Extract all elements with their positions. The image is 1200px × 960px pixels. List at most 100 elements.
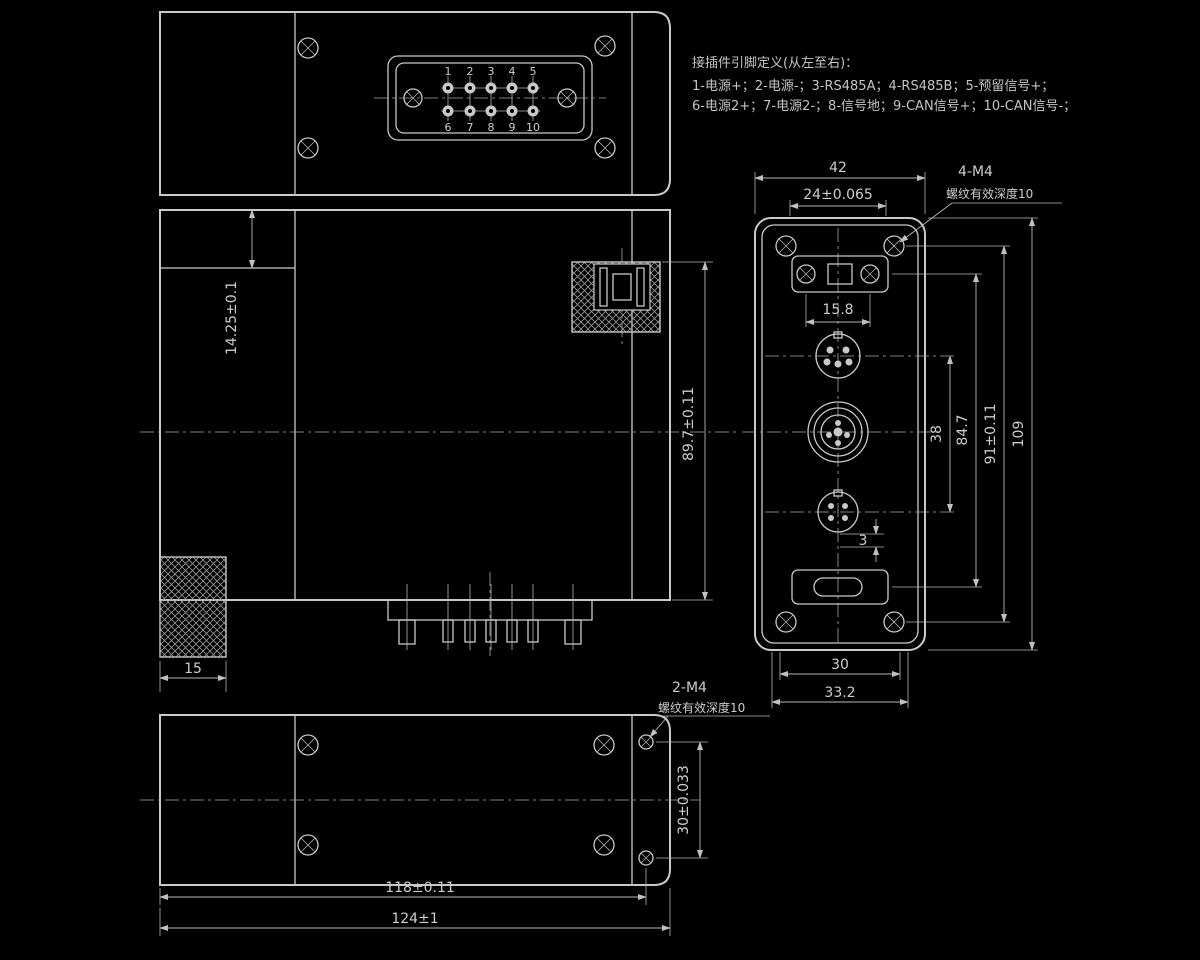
dim-width-outer: 42 [754, 160, 926, 214]
pin-label-5: 5 [530, 65, 537, 78]
dim-conn-width: 15.8 [805, 294, 871, 327]
dim-text-height: 109 [1011, 421, 1027, 448]
dim-text-width-inner: 118±0.11 [385, 880, 455, 896]
dim-hole-spacing: 91±0.11 [906, 245, 1010, 623]
leader-line [649, 715, 669, 738]
dim-text-hole-spacing: 91±0.11 [983, 404, 999, 465]
circular-connector-small-top [815, 331, 861, 379]
pin-label-8: 8 [488, 121, 495, 134]
pin-contacts [442, 82, 539, 117]
screw-side-top-left [775, 235, 797, 257]
boss-bore-wall-left [599, 267, 608, 307]
dim-bottom-inner: 30 [779, 652, 901, 680]
boss-bore [593, 263, 651, 311]
dim-text-body-height: 89.7±0.11 [681, 387, 697, 461]
block-window [827, 263, 853, 285]
dim-text-foot-width: 15 [184, 661, 202, 677]
dim-text-bottom-outer: 33.2 [824, 685, 855, 701]
screw-bottom-right-upper [593, 734, 615, 756]
leader-line [899, 202, 953, 243]
top-view-outline [159, 11, 671, 196]
dim-step-height: 14.25±0.1 [224, 209, 256, 355]
screw-top-left-upper [297, 37, 319, 59]
dim-text-width-outer: 42 [829, 160, 847, 176]
dim-conn-spacing: 38 [929, 355, 954, 513]
note-line-3: 6-电源2+；7-电源2-；8-信号地；9-CAN信号+；10-CAN信号-； [692, 99, 1076, 114]
sectioned-boss [571, 261, 661, 333]
m4-hole-lower [638, 850, 654, 866]
foot-hatch [159, 556, 227, 658]
screw-side-bottom-right [883, 611, 905, 633]
screw-top-left-lower [297, 137, 319, 159]
side-view-inner-wall [761, 224, 919, 644]
side-view: 15.8 3 [742, 160, 1062, 708]
dim-text-bottom-inner: 30 [831, 657, 849, 673]
note-line-1: 接插件引脚定义(从左至右)： [692, 55, 858, 71]
thread-callout-title: 4-M4 [958, 164, 993, 180]
dim-body-height: 89.7±0.11 [662, 261, 713, 601]
dim-width-inner: 24±0.065 [789, 187, 887, 216]
pin-definition-notes: 接插件引脚定义(从左至右)： 1-电源+；2-电源-；3-RS485A；4-RS… [692, 55, 1076, 114]
bottom-connector-profile [387, 584, 593, 650]
keyway-notch [833, 489, 843, 497]
boss-insert [612, 273, 632, 301]
dim-height: 109 [928, 217, 1038, 651]
block-jackscrew-left [796, 264, 816, 284]
thread-callout-4m4: 4-M4 螺纹有效深度10 [899, 164, 1062, 243]
dim-hole-height: 30±0.033 [656, 741, 708, 859]
dim-offset-3: 3 [840, 519, 884, 562]
side-view-outline [754, 217, 926, 651]
front-view: 15 14.25±0.1 [140, 209, 737, 692]
pin-number-labels: 1 2 3 4 5 6 7 8 9 10 [445, 65, 541, 134]
m4-hole-upper [638, 734, 654, 750]
dim-text-step-height: 14.25±0.1 [224, 281, 240, 355]
dim-bottom-outer: 33.2 [771, 652, 909, 708]
screw-top-right-upper [594, 35, 616, 57]
block-jackscrew-right [860, 264, 880, 284]
dim-text-hole-height: 30±0.033 [676, 765, 692, 835]
dim-width-inner: 118±0.11 [159, 868, 647, 905]
pin-label-9: 9 [509, 121, 516, 134]
pin-label-6: 6 [445, 121, 452, 134]
solder-pin-centerlines [406, 584, 574, 650]
screw-bottom-left-lower [297, 834, 319, 856]
keyway-notch [833, 331, 843, 339]
thread-callout-depth-note: 螺纹有效深度10 [946, 186, 1033, 201]
dim-text-conn-width: 15.8 [822, 302, 853, 318]
screw-side-top-right [883, 235, 905, 257]
top-view: 1 2 3 4 5 6 7 8 9 10 [159, 11, 671, 196]
bottom-indicator-block [791, 569, 889, 605]
screw-top-right-lower [594, 137, 616, 159]
pin-label-10: 10 [526, 121, 540, 134]
note-line-2: 1-电源+；2-电源-；3-RS485A；4-RS485B；5-预留信号+； [692, 79, 1054, 94]
bottom-view: 2-M4 螺纹有效深度10 30±0.033 118±0.11 124±1 [140, 680, 770, 936]
pin-label-3: 3 [488, 65, 495, 78]
dim-text-width-inner: 24±0.065 [803, 187, 873, 203]
thread-callout-title: 2-M4 [672, 680, 707, 696]
pin-label-1: 1 [445, 65, 452, 78]
top-connector-block [791, 255, 889, 293]
screw-bottom-right-lower [593, 834, 615, 856]
dim-text-block-span: 84.7 [955, 414, 971, 445]
dim-block-span: 84.7 [892, 273, 982, 588]
pin-label-4: 4 [509, 65, 516, 78]
screw-bottom-left-upper [297, 734, 319, 756]
sectioned-foot [159, 556, 227, 658]
dsub-connector: 1 2 3 4 5 6 7 8 9 10 [374, 55, 606, 141]
pin-label-7: 7 [467, 121, 474, 134]
boss-bore-wall-right [636, 267, 645, 307]
dim-text-offset: 3 [859, 533, 868, 549]
circular-connector-small-bottom [817, 489, 859, 533]
dim-text-conn-spacing: 38 [929, 425, 945, 443]
dim-foot-width: 15 [159, 661, 227, 692]
thread-callout-depth-note: 螺纹有效深度10 [658, 700, 745, 715]
circular-connector-large [807, 401, 869, 463]
pin-label-2: 2 [467, 65, 474, 78]
screw-side-bottom-left [775, 611, 797, 633]
indicator-window [813, 577, 863, 597]
thread-callout-2m4: 2-M4 螺纹有效深度10 [649, 680, 770, 738]
dim-width-outer: 124±1 [159, 888, 671, 936]
